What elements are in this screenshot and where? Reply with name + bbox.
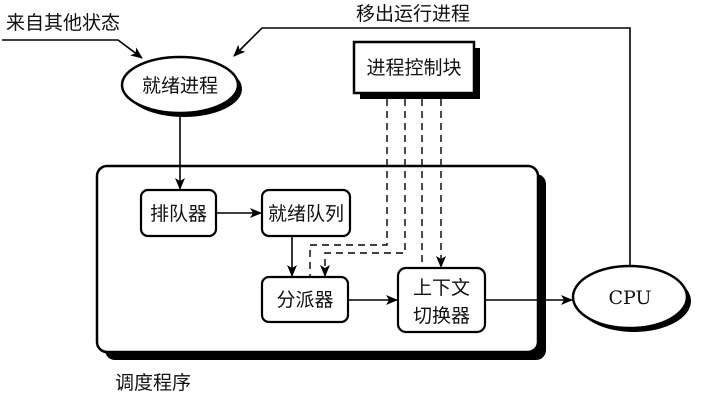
pcb-dashed-links <box>309 99 446 277</box>
node-enqueuer: 排队器 <box>139 188 218 238</box>
dashed-pcb-dispatcher-2 <box>320 99 406 277</box>
context-switcher-label-line1: 上下文 <box>413 277 470 299</box>
label-move-out-running: 移出运行进程 <box>356 3 470 25</box>
node-cpu: CPU <box>571 264 691 332</box>
context-switcher-label-line2: 切换器 <box>413 305 470 327</box>
dispatcher-label: 分派器 <box>276 289 333 311</box>
node-context-switcher: 上下文 切换器 <box>396 266 487 334</box>
node-pcb: 进程控制块 <box>352 40 480 99</box>
label-from-other-states: 来自其他状态 <box>6 12 120 34</box>
cpu-label: CPU <box>608 287 651 309</box>
enqueuer-label: 排队器 <box>150 203 207 225</box>
ready-queue-label: 就绪队列 <box>268 203 344 225</box>
edge-other-states-to-ready-process <box>2 39 143 59</box>
node-dispatcher: 分派器 <box>260 275 350 324</box>
dashed-pcb-dispatcher-1 <box>309 99 388 277</box>
edge-cpu-to-ready-process <box>233 27 631 266</box>
pcb-label: 进程控制块 <box>366 57 461 79</box>
ready-queue-box <box>260 188 352 238</box>
label-scheduler: 调度程序 <box>115 372 191 394</box>
node-ready-process: 就绪进程 <box>120 55 242 117</box>
node-ready-queue: 就绪队列 <box>260 188 352 238</box>
ready-process-label: 就绪进程 <box>142 75 218 97</box>
pcb-box <box>352 40 476 95</box>
cpu-ellipse <box>571 264 689 330</box>
